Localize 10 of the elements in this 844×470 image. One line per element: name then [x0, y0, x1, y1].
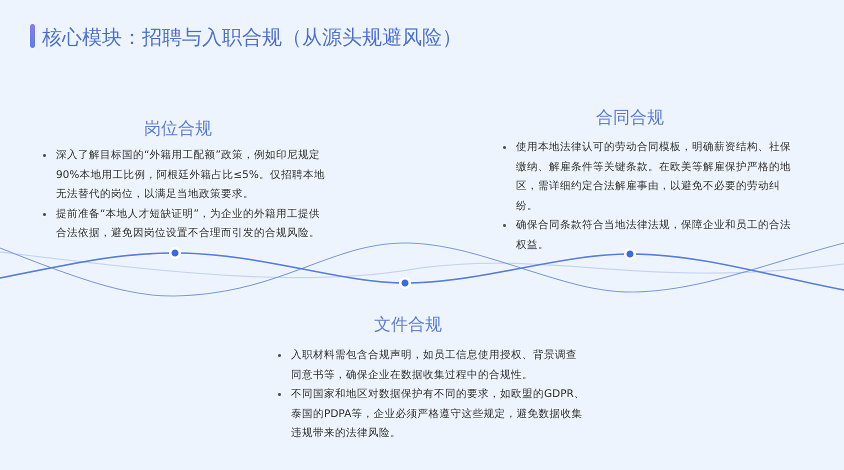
bullet-item: 提前准备“本地人才短缺证明”，为企业的外籍用工提供合法依据，避免因岗位设置不合理而引发的合规风险。	[40, 204, 330, 244]
section-heading: 岗位合规	[143, 118, 213, 140]
bullet-item: 使用本地法律认可的劳动合同模板，明确薪资结构、社保缴纳、解雇条件等关键条款。在欧美等解雇保护严格的地区，需详细约定合法解雇事由，以避免不必要的劳动纠纷。	[500, 138, 800, 216]
bullet-item: 不同国家和地区对数据保护有不同的要求，如欧盟的GDPR、泰国的PDPA等，企业必须严格遵守这些规定，避免数据收集违规带来的法律风险。	[275, 385, 585, 444]
section-heading: 文件合规	[373, 314, 443, 336]
bullet-item: 确保合同条款符合当地法律法规，保障企业和员工的合法权益。	[500, 216, 800, 255]
bullet-item: 入职材料需包含合规声明，如员工信息使用授权、背景调查同意书等，确保企业在数据收集过程中的合规性。	[275, 346, 585, 385]
bullet-item: 深入了解目标国的“外籍用工配额”政策，例如印尼规定90%本地用工比例，阿根廷外籍占比≤5%。仅招聘本地无法替代的岗位，以满足当地政策要求。	[40, 146, 330, 204]
section-heading: 合同合规	[595, 107, 665, 129]
page-title: 核心模块：招聘与入职合规（从源头规避风险）	[42, 24, 462, 50]
